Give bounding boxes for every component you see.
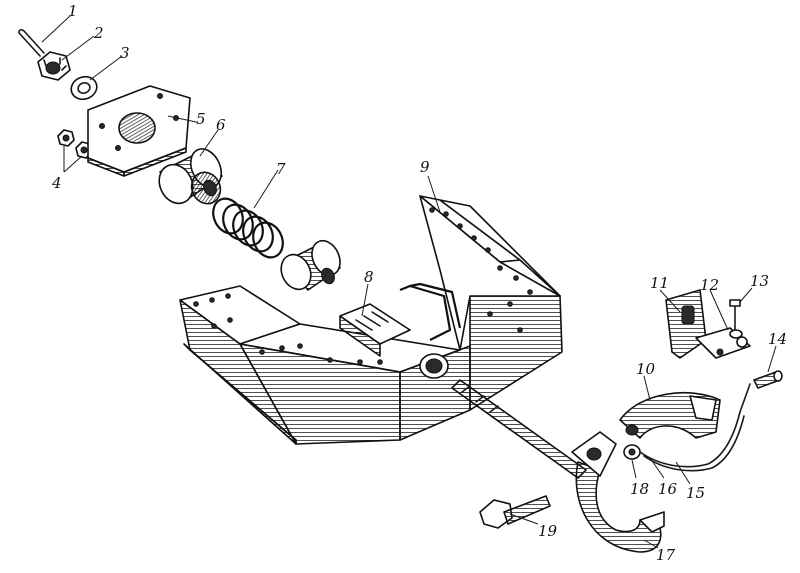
callout-16: 16: [658, 480, 678, 498]
callout-10: 10: [636, 360, 656, 378]
part-chain: [623, 383, 751, 472]
callout-12: 12: [700, 276, 719, 294]
callout-2: 2: [93, 24, 104, 42]
callout-15: 15: [686, 484, 705, 502]
part-guide-channel: [339, 282, 462, 357]
part-large-bolt: [479, 495, 551, 529]
callout-11: 11: [650, 274, 669, 292]
callout-labels: 1 2 3 4 5 6 7 8 9 10 11 12 13 14 15 16 1…: [51, 2, 787, 564]
part-hook-shaft: [451, 379, 587, 479]
callout-9: 9: [420, 158, 430, 176]
callout-18: 18: [630, 480, 649, 498]
callout-6: 6: [216, 116, 226, 134]
part-washer: [70, 75, 98, 101]
part-tow-hook: [571, 431, 665, 553]
leader-lines: [41, 15, 777, 549]
part-main-frame: [179, 195, 563, 445]
part-small-bolt: [729, 299, 743, 339]
callout-1: 1: [68, 2, 78, 20]
part-bushing-front: [158, 148, 223, 205]
callout-13: 13: [750, 272, 769, 290]
part-castle-nut: [37, 51, 71, 81]
callout-7: 7: [276, 160, 286, 178]
callout-17: 17: [656, 546, 676, 564]
part-bushing-rear: [280, 239, 341, 291]
part-latch: [619, 391, 721, 439]
callout-4: 4: [51, 174, 62, 192]
callout-5: 5: [196, 110, 206, 128]
part-cotter-pin: [18, 28, 45, 57]
callout-3: 3: [120, 44, 130, 62]
part-small-nuts: [57, 129, 93, 159]
part-mounting-plate: [87, 85, 191, 177]
callout-8: 8: [364, 268, 374, 286]
part-pin: [753, 370, 783, 389]
part-spring: [212, 197, 284, 259]
callout-19: 19: [538, 522, 558, 540]
callout-14: 14: [768, 330, 787, 348]
